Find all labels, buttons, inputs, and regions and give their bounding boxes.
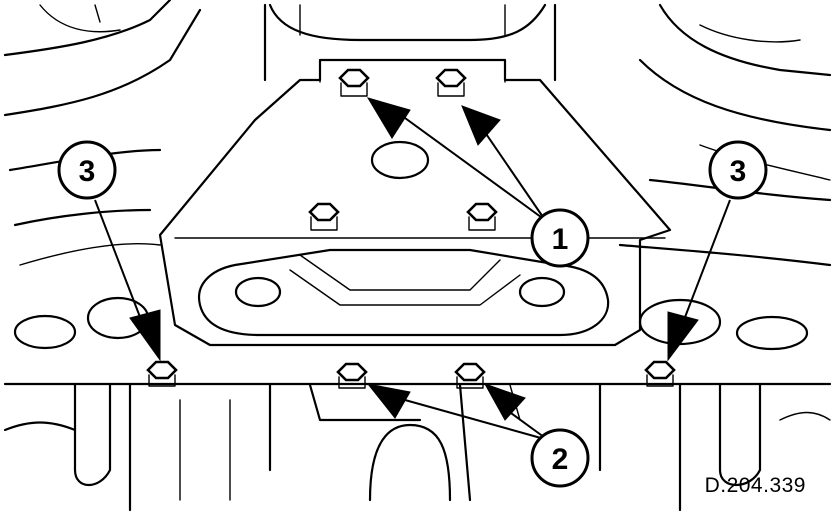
arrowhead-1b — [461, 105, 501, 146]
leader-lines — [94, 97, 731, 441]
arrowhead-3-right — [667, 311, 699, 362]
arrowhead-2b — [483, 383, 526, 421]
bolt-outer-right — [644, 360, 676, 387]
callout-3-right: 3 — [708, 140, 768, 200]
callout-1-label: 1 — [552, 223, 569, 256]
bolt-lower-left — [336, 362, 368, 389]
bolt-upper-right — [435, 68, 467, 97]
callout-3-left: 3 — [57, 140, 117, 200]
arrowhead-2a — [366, 383, 411, 419]
figure-reference-code: D.204.339 — [704, 474, 806, 497]
callout-2: 2 — [530, 428, 590, 488]
bolt-lower-right — [454, 362, 486, 389]
bolt-mid-right — [466, 202, 498, 231]
callout-2-label: 2 — [552, 443, 569, 476]
bolt-mid-left — [308, 202, 340, 231]
callout-1: 1 — [530, 208, 590, 268]
background-structure — [3, 0, 832, 512]
bolts — [146, 68, 676, 389]
callout-3-left-label: 3 — [79, 155, 96, 188]
bolt-outer-left — [146, 360, 178, 387]
bolt-upper-left — [338, 68, 370, 97]
mounting-plate — [158, 58, 672, 347]
arrowhead-3-left — [129, 309, 161, 362]
callout-3-right-label: 3 — [730, 155, 747, 188]
arrowhead-1a — [366, 97, 411, 139]
